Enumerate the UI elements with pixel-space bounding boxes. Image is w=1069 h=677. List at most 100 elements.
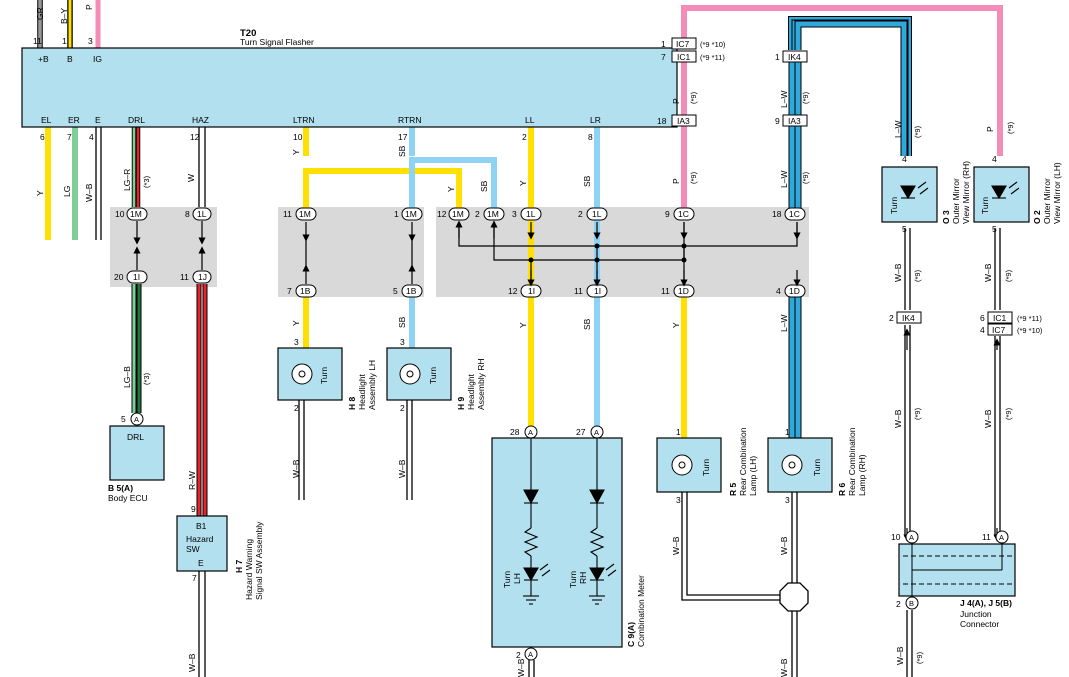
svg-text:1L: 1L [592, 209, 602, 219]
svg-text:1: 1 [394, 209, 399, 219]
mirror-rh-name: Outer Mirror [951, 178, 961, 224]
flasher-code: T20 [240, 28, 256, 39]
rear-rh-code: R 6 [837, 483, 847, 497]
wire-label: W–B [983, 263, 993, 282]
wire-lw-mirror [788, 16, 912, 156]
wire-label: W–B [893, 263, 903, 282]
bulb-icon [291, 363, 313, 385]
wire-label: W [186, 174, 196, 182]
svg-text:10: 10 [891, 532, 901, 542]
bulb-icon [781, 454, 803, 476]
svg-text:20: 20 [114, 272, 124, 282]
connector-ic7: 4 IC7 (*9 *10) [980, 323, 1043, 336]
headlight-rh-name: Headlight [466, 373, 476, 410]
body-ecu-name: Body ECU [108, 493, 148, 503]
svg-text:1M: 1M [405, 209, 417, 219]
svg-text:3: 3 [785, 495, 790, 505]
flasher-top-pin-num: 3 [88, 36, 93, 46]
wire-label: SB [582, 318, 592, 330]
wire-label: W–B [895, 646, 905, 665]
svg-text:Turn: Turn [889, 197, 899, 214]
wire-label: P [671, 98, 681, 104]
note-label: (*9) [689, 91, 698, 104]
svg-text:1M: 1M [299, 209, 311, 219]
wire-label: SB [397, 145, 407, 157]
svg-text:IA3: IA3 [788, 116, 801, 126]
svg-text:LH: LH [512, 573, 522, 584]
wire-label: Y [35, 190, 45, 196]
flasher-top-pin-num: 1 [62, 36, 67, 46]
svg-text:2: 2 [578, 209, 583, 219]
wire-label: L–W [779, 91, 789, 108]
body-ecu-code: B 5(A) [108, 483, 133, 493]
svg-text:1: 1 [661, 39, 666, 49]
meter-box [491, 437, 623, 648]
svg-text:4: 4 [902, 154, 907, 164]
svg-text:11: 11 [283, 209, 292, 219]
junction-arrows [133, 220, 801, 287]
wire-rear-rh [788, 296, 802, 438]
wire-p-mirror [681, 5, 1003, 156]
connector-ic7: 1 IC7 (*9 *10) [661, 37, 726, 50]
svg-text:2: 2 [516, 650, 521, 660]
junction-code: J 4(A), J 5(B) [960, 598, 1012, 608]
headlight-assembly-lh: 3 Turn 2 H 8 Headlight Assembly LH [277, 337, 377, 413]
headlight-lh-name: Headlight [357, 373, 367, 410]
flasher-bottom-label: LR [590, 115, 601, 125]
hazard-name: Signal SW Assembly [254, 521, 264, 600]
svg-text:1L: 1L [526, 209, 536, 219]
bulb-icon [399, 363, 421, 385]
svg-text:28: 28 [510, 427, 520, 437]
svg-text:SW: SW [186, 544, 200, 554]
note-label: (*9) [1004, 269, 1013, 282]
headlight-rh-code: H 9 [456, 397, 466, 411]
svg-text:IC1: IC1 [993, 313, 1007, 323]
svg-text:1I: 1I [133, 272, 140, 282]
mirror-lh-code: O 2 [1032, 210, 1042, 224]
flasher-bottom-label: RTRN [398, 115, 421, 125]
svg-text:9: 9 [775, 116, 780, 126]
flasher-bottom-num: 8 [588, 132, 593, 142]
mirror-lh-name: Outer Mirror [1042, 178, 1052, 224]
rear-rh-name: Lamp (RH) [857, 454, 867, 496]
svg-text:RH: RH [578, 572, 588, 584]
wire-label: W–B [516, 658, 526, 677]
mirror-rh-name: View Mirror (RH) [961, 161, 971, 224]
drl-label: DRL [127, 432, 144, 442]
wire-label: W–B [779, 536, 789, 555]
svg-text:1D: 1D [678, 286, 689, 296]
svg-text:18: 18 [657, 116, 667, 126]
wire-label: P [985, 126, 995, 132]
chip-1m: 1 1M [394, 207, 423, 221]
svg-text:5: 5 [393, 286, 398, 296]
wire-lgb [131, 284, 142, 413]
flasher-top-pin-label: B [67, 54, 73, 64]
bulb-icon [671, 454, 693, 476]
wire-rw [196, 284, 208, 516]
flasher-bottom-num: 4 [89, 132, 94, 142]
note-label: (*9) [913, 269, 922, 282]
body-ecu: 5 A DRL B 5(A) Body ECU [108, 412, 165, 503]
flasher-bottom-label: EL [41, 115, 52, 125]
svg-text:1M: 1M [452, 209, 464, 219]
svg-text:1I: 1I [594, 286, 601, 296]
svg-text:A: A [594, 428, 599, 437]
flasher-bottom-label: LL [525, 115, 535, 125]
wire-label: LG [62, 186, 72, 197]
flasher-bottom-num: 7 [67, 132, 72, 142]
svg-text:1: 1 [676, 427, 681, 437]
flasher-bottom-label: E [95, 115, 101, 125]
note-label: (*9) [689, 171, 698, 184]
svg-text:IK4: IK4 [788, 52, 801, 62]
flasher-bottom-num: 12 [190, 132, 200, 142]
svg-text:E: E [198, 558, 204, 568]
connector-ic1: 7 IC1 (*9 *11) [661, 50, 725, 63]
flasher-body [21, 47, 678, 128]
svg-text:IC1: IC1 [677, 52, 691, 62]
svg-text:A: A [999, 533, 1004, 542]
connector-ic1: 6 IC1 (*9 *11) [980, 311, 1042, 324]
